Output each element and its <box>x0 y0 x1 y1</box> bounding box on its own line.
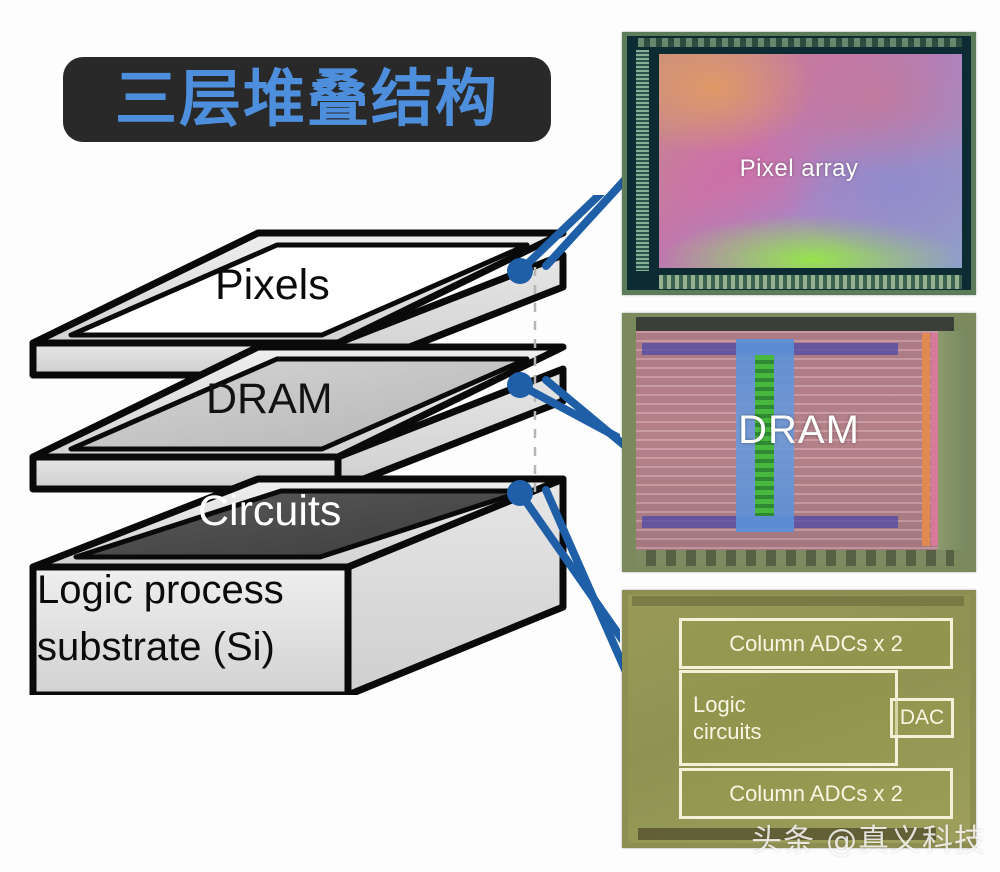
die-block-dac: DAC <box>890 698 954 738</box>
die-center-spine <box>755 355 774 516</box>
die-top-edge <box>632 596 964 606</box>
die-logic-area <box>628 595 970 843</box>
die-bottom-edge <box>636 550 954 566</box>
die-bottom-edge <box>638 828 936 840</box>
die-block-label: Column ADCs x 2 <box>729 630 903 656</box>
die-stripe-orange <box>922 333 930 546</box>
die-top-bondpads <box>638 38 962 47</box>
diagram-layer-substrate <box>29 475 567 695</box>
die-block-column-adcs-bottom: Column ADCs x 2 <box>679 768 953 819</box>
die-block-label: DAC <box>899 706 945 729</box>
die-top-edge <box>636 317 954 331</box>
die-memory-banks <box>636 331 966 550</box>
die-block-logic-circuits: Logic circuits <box>679 670 898 766</box>
photo-dram: DRAM <box>622 313 976 572</box>
photo-pixel-array: Pixel array <box>622 32 976 295</box>
die-bottom-bondpads <box>659 275 962 289</box>
die-left-bondpads <box>636 50 649 271</box>
photo-logic: Column ADCs x 2 Logic circuits DAC Colum… <box>622 590 976 848</box>
die-block-label-line1: Logic <box>693 691 746 717</box>
die-stripe-green <box>938 331 968 550</box>
die-block-label-line2: circuits <box>693 719 762 744</box>
die-block-column-adcs-top: Column ADCs x 2 <box>679 618 953 669</box>
die-stripe-pink <box>931 333 938 546</box>
stacked-structure-diagram <box>0 195 620 695</box>
die-block-label: Column ADCs x 2 <box>729 780 903 806</box>
watermark: 头条 @真义科技 <box>751 823 986 859</box>
die-active-area <box>659 54 962 268</box>
title-badge: 三层堆叠结构 <box>63 57 551 142</box>
page-title: 三层堆叠结构 <box>114 61 499 135</box>
